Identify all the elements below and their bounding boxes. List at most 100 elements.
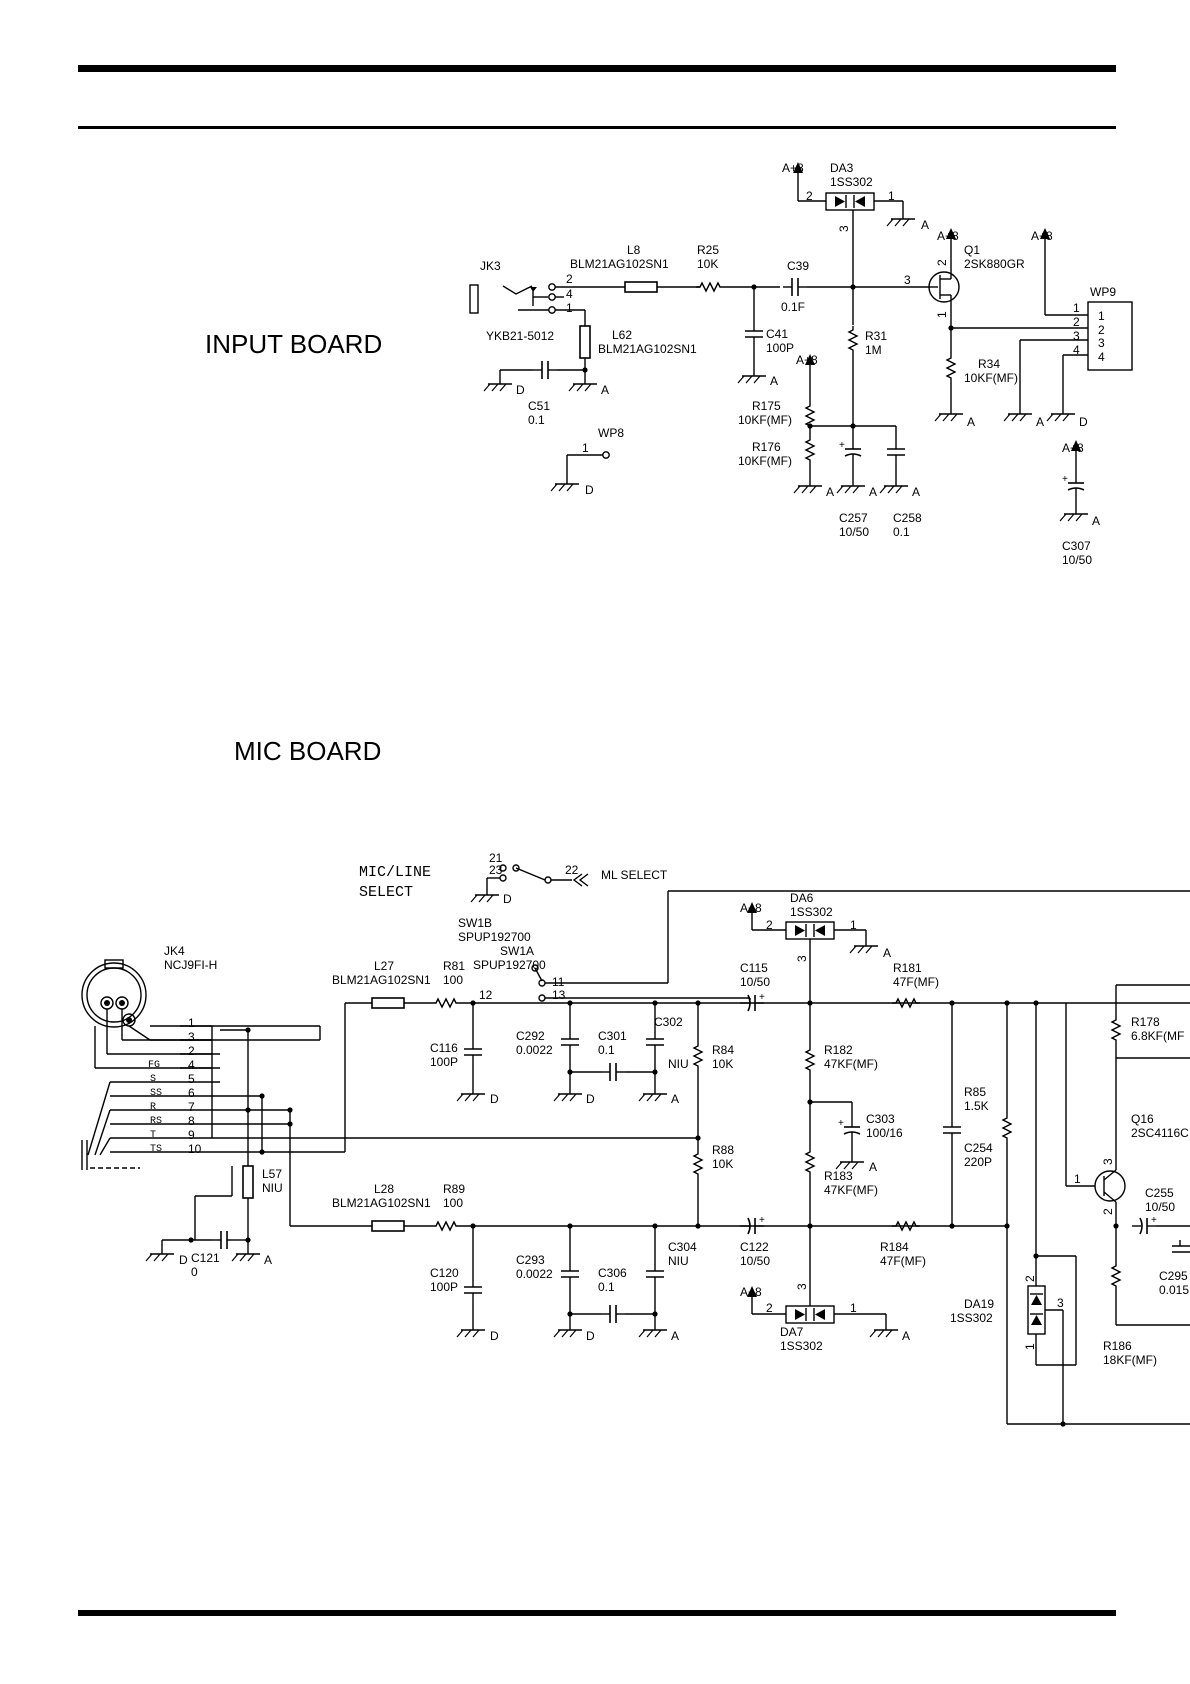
r175-ref: R175	[752, 399, 781, 413]
sw-pin-13: 13	[552, 988, 566, 1002]
da19-pin-1: 1	[1023, 1343, 1037, 1350]
da7-pin-1: 1	[850, 1301, 857, 1315]
da7-supply: A+8	[740, 1285, 762, 1299]
l27-ref: L27	[374, 959, 394, 973]
l27-value: BLM21AG102SN1	[332, 973, 431, 987]
c254-ref: C254	[964, 1141, 993, 1155]
jk4-pin-name: R	[150, 1102, 156, 1113]
jk4-pin-name: S	[150, 1074, 156, 1085]
header-rule-thin	[78, 126, 1116, 129]
r186-ref: R186	[1103, 1339, 1132, 1353]
q16-pin-3: 3	[1101, 1158, 1115, 1165]
jk4-pin-name: RS	[150, 1116, 162, 1127]
gnd-d-c120: D	[490, 1329, 499, 1343]
gnd-d-c292: D	[586, 1092, 595, 1106]
r178-ref: R178	[1131, 1015, 1160, 1029]
gnd-a-c41: A	[770, 374, 778, 388]
sw-pin-23: 23	[489, 863, 503, 877]
r81-value: 100	[443, 973, 463, 987]
gnd-a-l62: A	[601, 383, 609, 397]
da3-value: 1SS302	[830, 175, 873, 189]
l62-value: BLM21AG102SN1	[598, 342, 697, 356]
r184-value: 47F(MF)	[880, 1254, 926, 1268]
c306-value: 0.1	[598, 1280, 615, 1294]
jk3-pin-2: 2	[566, 272, 573, 286]
gnd-d-c121: D	[179, 1253, 188, 1267]
da6-pin-1: 1	[850, 918, 857, 932]
c116-value: 100P	[430, 1055, 458, 1069]
c307-supply: A+8	[1062, 441, 1084, 455]
r183-ref: R183	[824, 1169, 853, 1183]
da6-supply: A+8	[740, 901, 762, 915]
sw-pin-11: 11	[552, 975, 565, 989]
c255-value: 10/50	[1145, 1200, 1175, 1214]
wp8-pin: 1	[582, 441, 589, 455]
r182-value: 47KF(MF)	[824, 1057, 878, 1071]
gnd-d-c51: D	[516, 383, 525, 397]
jk4-pin-name: TS	[150, 1144, 162, 1155]
c307-ref: C307	[1062, 539, 1091, 553]
gnd-a-da3: A	[921, 218, 929, 232]
c302-ref: C302	[654, 1015, 683, 1029]
jk3-part: YKB21-5012	[486, 329, 554, 343]
gnd-a-c258: A	[912, 485, 920, 499]
r183-value: 47KF(MF)	[824, 1183, 878, 1197]
select-label: SELECT	[359, 884, 413, 901]
sw1b-ref: SW1B	[458, 916, 492, 930]
l57-value: NIU	[262, 1181, 283, 1195]
da19-pin-3: 3	[1057, 1296, 1064, 1310]
c115-ref: C115	[740, 961, 768, 975]
jk4-pin-name: FG	[148, 1060, 160, 1071]
jk4-pin-num: 2	[188, 1044, 195, 1058]
r88-ref: R88	[712, 1143, 734, 1157]
c51-ref: C51	[528, 399, 550, 413]
da7-pin-2: 2	[766, 1301, 773, 1315]
q1-ref: Q1	[964, 243, 980, 257]
gnd-a-c307: A	[1092, 514, 1100, 528]
r186-value: 18KF(MF)	[1103, 1353, 1157, 1367]
da3-pin-3: 3	[837, 225, 851, 232]
jk4-pin-num: 3	[188, 1030, 195, 1044]
r25-value: 10K	[697, 257, 718, 271]
r31-value: 1M	[865, 343, 882, 357]
c120-ref: C120	[430, 1266, 459, 1280]
sw-pin-21: 21	[489, 851, 503, 865]
wp9-wire-2: 2	[1073, 315, 1080, 329]
l57-ref: L57	[262, 1167, 282, 1181]
r34-ref: R34	[978, 357, 1000, 371]
wp9-supply: A+8	[1031, 229, 1053, 243]
jk4-part: NCJ9FI-H	[164, 958, 217, 972]
q16-pin-2: 2	[1101, 1208, 1115, 1215]
r85-ref: R85	[964, 1085, 986, 1099]
mic-board-circuit	[81, 864, 1190, 1427]
c306-ref: C306	[598, 1266, 627, 1280]
jk4-pin-num: 4	[188, 1058, 195, 1072]
r181-value: 47F(MF)	[893, 975, 939, 989]
q1-value: 2SK880GR	[964, 257, 1025, 271]
c258-ref: C258	[893, 511, 922, 525]
c254-value: 220P	[964, 1155, 992, 1169]
input-board-circuit	[469, 162, 1133, 522]
da6-pin-2: 2	[766, 918, 773, 932]
da7-ref: DA7	[780, 1325, 804, 1339]
r25-ref: R25	[697, 243, 719, 257]
c293-value: 0.0022	[516, 1267, 553, 1281]
c121-ref: C121	[191, 1251, 220, 1265]
r176-ref: R176	[752, 440, 781, 454]
gnd-a-r176: A	[826, 485, 834, 499]
jk4-pin-num: 8	[188, 1114, 195, 1128]
wp9-pin-3: 3	[1098, 336, 1105, 350]
gnd-a-r34: A	[967, 415, 975, 429]
q16-value: 2SC4116C	[1131, 1126, 1189, 1140]
da7-pin-3: 3	[795, 1283, 809, 1290]
c292-value: 0.0022	[516, 1043, 553, 1057]
r81-ref: R81	[443, 959, 465, 973]
da19-pin-2: 2	[1023, 1275, 1037, 1282]
wp9-ref: WP9	[1090, 285, 1116, 299]
r89-value: 100	[443, 1196, 463, 1210]
da19-ref: DA19	[964, 1297, 994, 1311]
c304-value: NIU	[668, 1254, 689, 1268]
gnd-a-c303: A	[869, 1160, 877, 1174]
r178-value: 6.8KF(MF	[1131, 1029, 1184, 1043]
